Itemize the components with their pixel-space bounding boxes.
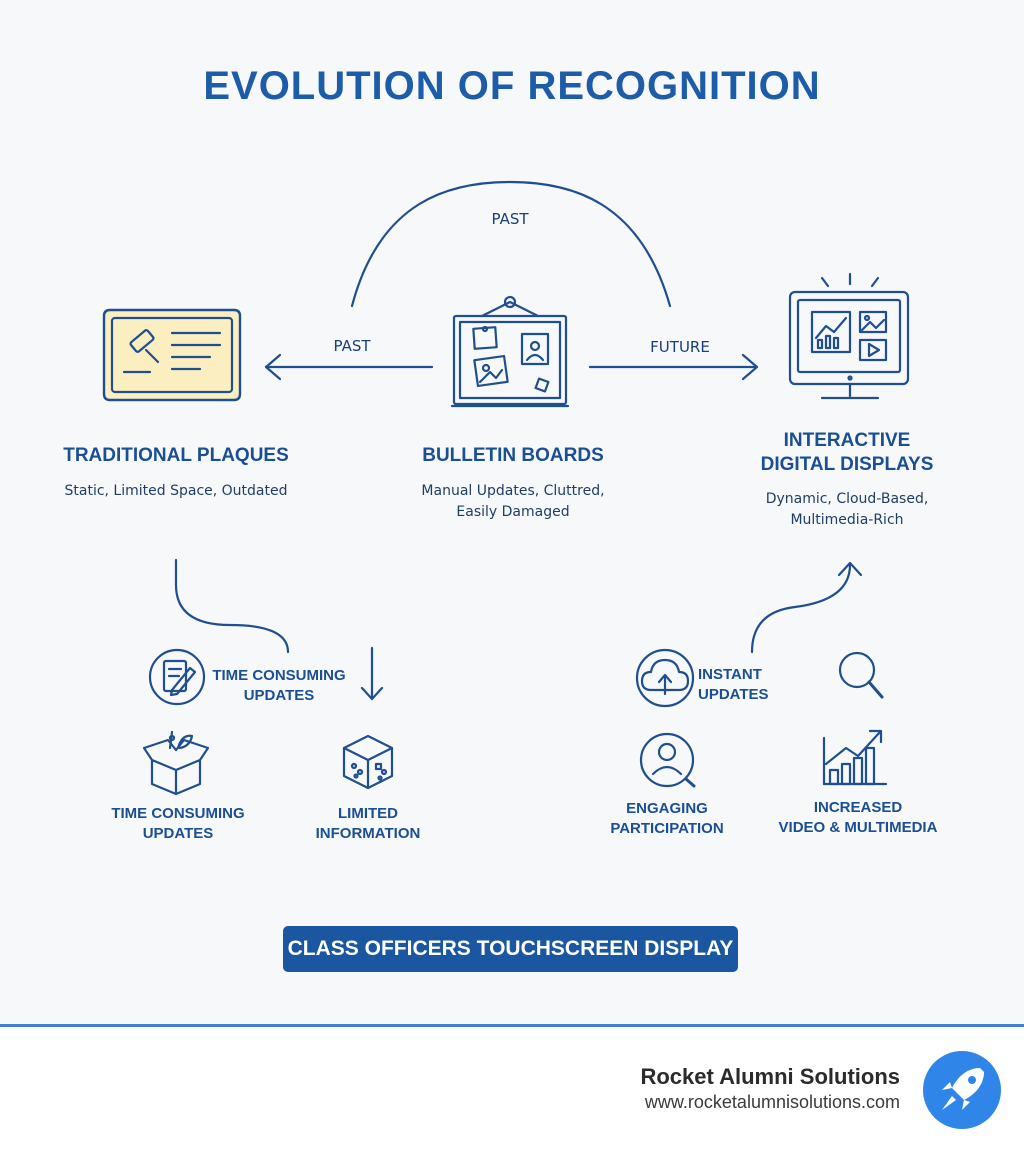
stage-heading-bulletin-boards: BULLETIN BOARDS [422, 445, 604, 466]
monitor-icon [788, 272, 910, 400]
diagram-canvas [102, 180, 910, 796]
description-line: Multimedia-Rich [790, 512, 904, 528]
class-officers-banner: CLASS OFFICERS TOUCHSCREEN DISPLAY [283, 926, 738, 972]
heading-line: INTERACTIVE [783, 430, 911, 451]
feature-line: VIDEO & MULTIMEDIA [778, 819, 938, 836]
feature-time-consuming-updates-top: TIME CONSUMING UPDATES [204, 666, 354, 706]
feature-increased-video-multimedia: INCREASED VIDEO & MULTIMEDIA [768, 798, 948, 838]
feature-line: UPDATES [243, 687, 315, 704]
footer-divider [0, 1024, 1024, 1027]
user-search-icon [639, 732, 696, 788]
up-arrow-head [837, 561, 863, 577]
cloud-upload-icon [635, 648, 695, 708]
feature-instant-updates: INSTANT UPDATES [698, 666, 769, 703]
top-arc-label: PAST [491, 210, 529, 228]
feature-line: PARTICIPATION [610, 820, 724, 837]
open-box-icon [142, 730, 210, 796]
feature-line: UPDATES [142, 825, 214, 842]
rocket-icon [923, 1051, 1001, 1129]
right-flow-curve [750, 563, 852, 654]
feature-engaging-participation: ENGAGING PARTICIPATION [592, 799, 742, 839]
left-flow-curve [174, 558, 290, 654]
brand-url[interactable]: www.rocketalumnisolutions.com [644, 1092, 900, 1112]
feature-line: TIME CONSUMING [111, 805, 245, 822]
left-arrow-label: PAST [333, 337, 371, 355]
plaque-icon [102, 308, 242, 402]
feature-line: INFORMATION [315, 825, 421, 842]
cube-icon [342, 734, 394, 790]
bar-chart-growth-icon [822, 729, 888, 786]
stage-heading-interactive-digital-displays: INTERACTIVE DIGITAL DISPLAYS [720, 429, 974, 477]
left-arrow [264, 353, 434, 381]
feature-line: ENGAGING [626, 800, 708, 817]
footer [0, 1027, 1024, 1154]
stage-description-interactive-digital-displays: Dynamic, Cloud-Based, Multimedia-Rich [720, 489, 974, 531]
edit-document-icon [148, 648, 206, 706]
down-arrow [360, 646, 384, 701]
magnifier-icon [838, 651, 884, 699]
stage-heading-traditional-plaques: TRADITIONAL PLAQUES [63, 445, 289, 466]
brand-name: Rocket Alumni Solutions [640, 1064, 900, 1089]
heading-line: DIGITAL DISPLAYS [760, 454, 934, 475]
description-line: Dynamic, Cloud-Based, [765, 491, 929, 507]
stage-description-bulletin-boards: Manual Updates, Cluttred, Easily Damaged [380, 481, 646, 523]
brand-block: Rocket Alumni Solutions www.rocketalumni… [640, 1064, 900, 1113]
description-line: Easily Damaged [456, 504, 570, 520]
top-arc-arrow [350, 180, 672, 308]
feature-line: INCREASED [813, 799, 903, 816]
page-title: EVOLUTION OF RECOGNITION [203, 64, 821, 108]
bulletin-board-icon [450, 295, 570, 408]
feature-limited-information: LIMITED INFORMATION [298, 804, 438, 844]
feature-line: TIME CONSUMING [212, 667, 346, 684]
feature-line: LIMITED [338, 805, 398, 822]
right-arrow-label: FUTURE [650, 338, 710, 356]
feature-time-consuming-updates-bottom: TIME CONSUMING UPDATES [98, 804, 258, 844]
description-line: Manual Updates, Cluttred, [421, 483, 605, 499]
right-arrow [588, 353, 759, 381]
stage-description-traditional-plaques: Static, Limited Space, Outdated [64, 483, 288, 499]
